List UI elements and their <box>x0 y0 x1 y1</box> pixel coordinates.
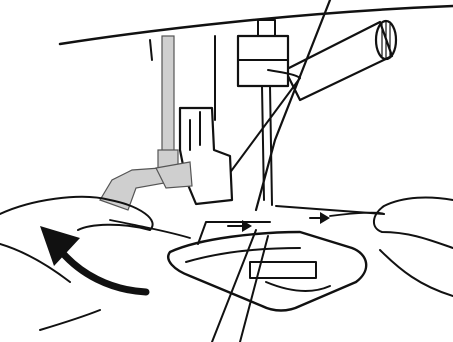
left-hand-lower <box>0 244 100 330</box>
upper-thread <box>256 0 330 210</box>
lower-thread <box>276 206 384 214</box>
right-hand-outline <box>374 198 453 248</box>
rotate-counterclockwise-arrow-icon <box>40 226 146 292</box>
side-knob <box>285 21 396 100</box>
needle-clamp <box>238 20 300 205</box>
presser-foot <box>168 222 366 311</box>
right-arrow-icon <box>310 212 330 224</box>
presser-bar <box>158 36 178 172</box>
right-hand-lower <box>380 250 453 296</box>
presser-foot-shank <box>180 108 232 204</box>
